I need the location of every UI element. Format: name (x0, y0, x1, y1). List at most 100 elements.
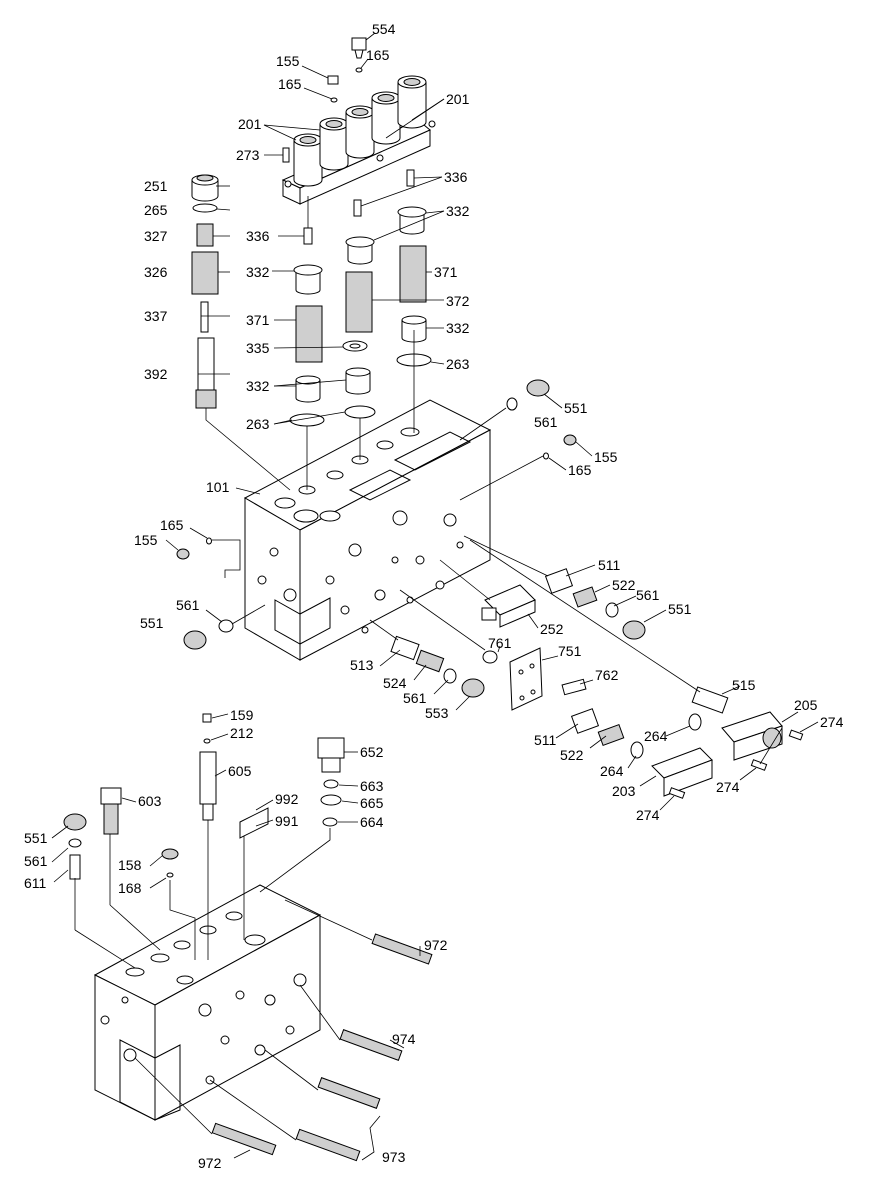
plug-652 (317, 737, 345, 773)
label-336: 336 (444, 169, 468, 185)
label-212: 212 (230, 725, 254, 741)
label-991: 991 (275, 813, 299, 829)
label-274: 274 (820, 714, 844, 730)
label-332: 332 (246, 378, 270, 394)
oring-665 (320, 794, 342, 806)
label-165: 165 (366, 47, 390, 63)
valve-603 (100, 787, 122, 835)
cover-205-203 (651, 711, 783, 797)
label-335: 335 (246, 340, 270, 356)
spool-392 (195, 337, 217, 409)
label-561: 561 (403, 690, 427, 706)
label-561: 561 (24, 853, 48, 869)
label-264: 264 (644, 728, 668, 744)
label-273: 273 (236, 147, 260, 163)
plug-551-lower (63, 813, 87, 831)
label-101: 101 (206, 479, 230, 495)
label-973: 973 (382, 1149, 406, 1165)
label-336: 336 (246, 228, 270, 244)
label-155: 155 (276, 53, 300, 69)
label-265: 265 (144, 202, 168, 218)
label-332: 332 (246, 264, 270, 280)
plate-751 (509, 647, 543, 711)
label-165: 165 (160, 517, 184, 533)
label-551: 551 (24, 830, 48, 846)
leader-lines (51, 32, 819, 1161)
cap-251 (191, 174, 219, 202)
spring-327 (196, 223, 214, 247)
oring-264 (630, 713, 702, 759)
label-522: 522 (612, 577, 636, 593)
label-372: 372 (446, 293, 470, 309)
sleeve-513 (390, 635, 420, 661)
label-201: 201 (446, 91, 470, 107)
bolts-972-974-973 (211, 933, 433, 1162)
spring-524 (415, 649, 445, 673)
label-751: 751 (558, 643, 582, 659)
screw-159 (202, 713, 212, 723)
screw-274 (668, 729, 804, 799)
plug-551-right (183, 379, 646, 650)
label-611: 611 (24, 875, 47, 891)
oring-761 (482, 650, 498, 664)
plug-155-top (327, 75, 339, 85)
label-158: 158 (118, 857, 142, 873)
spring-326 (191, 251, 219, 295)
label-203: 203 (612, 783, 636, 799)
label-974: 974 (392, 1031, 416, 1047)
label-554: 554 (372, 21, 396, 37)
oring-165-top (330, 67, 363, 103)
label-165: 165 (568, 462, 592, 478)
label-522: 522 (560, 747, 584, 763)
label-665: 665 (360, 795, 384, 811)
label-605: 605 (228, 763, 252, 779)
label-513: 513 (350, 657, 374, 673)
plug-611 (69, 854, 81, 880)
label-972: 972 (424, 937, 448, 953)
oring-168 (166, 872, 174, 878)
retainer-332 (293, 206, 427, 403)
label-603: 603 (138, 793, 162, 809)
label-165: 165 (278, 76, 302, 92)
label-762: 762 (595, 667, 619, 683)
label-168: 168 (118, 880, 142, 896)
label-663: 663 (360, 778, 384, 794)
oring-561 (218, 397, 619, 684)
label-972: 972 (198, 1155, 222, 1171)
label-561: 561 (534, 414, 558, 430)
label-332: 332 (446, 203, 470, 219)
pin-337 (200, 301, 209, 333)
label-561: 561 (636, 587, 660, 603)
oring-663 (323, 779, 339, 789)
label-274: 274 (636, 807, 660, 823)
label-251: 251 (144, 178, 168, 194)
label-252: 252 (540, 621, 564, 637)
valve-252 (481, 584, 536, 628)
label-263: 263 (246, 416, 270, 432)
screw-273 (282, 147, 290, 163)
label-524: 524 (383, 675, 407, 691)
plug-554 (351, 37, 367, 59)
label-274: 274 (716, 779, 740, 795)
label-371: 371 (246, 312, 270, 328)
label-264: 264 (600, 763, 624, 779)
part-number-labels: 554 155 165 165 201 201 273 336 336 251 … (24, 21, 844, 1171)
label-652: 652 (360, 744, 384, 760)
label-159: 159 (230, 707, 254, 723)
label-551: 551 (564, 400, 588, 416)
label-332: 332 (446, 320, 470, 336)
spool-515 (691, 686, 729, 714)
label-155: 155 (134, 532, 158, 548)
label-561: 561 (176, 597, 200, 613)
label-392: 392 (144, 366, 168, 382)
solenoid-block-201 (281, 75, 436, 205)
oring-265 (192, 203, 218, 213)
valve-body-lower (93, 884, 322, 1121)
screw-762 (561, 678, 587, 696)
label-263: 263 (446, 356, 470, 372)
label-551: 551 (140, 615, 164, 631)
valve-body-101 (243, 399, 492, 661)
label-155: 155 (594, 449, 618, 465)
oring-165-right (206, 452, 549, 545)
